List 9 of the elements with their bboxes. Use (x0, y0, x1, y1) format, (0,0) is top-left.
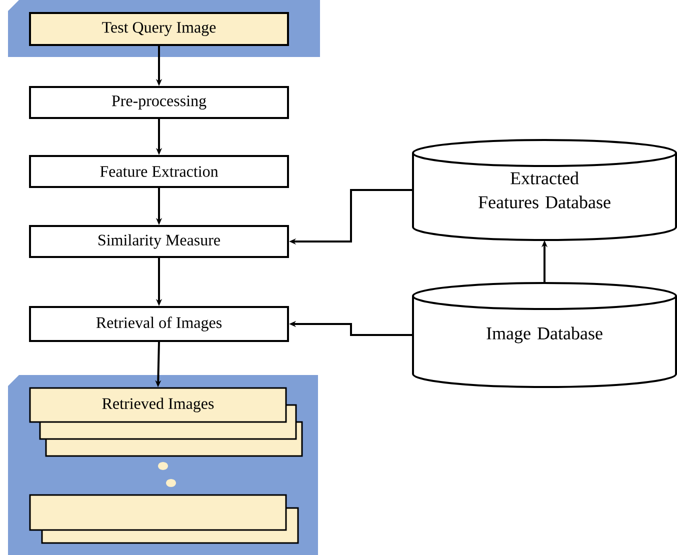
process-box: Similarity Measure (29, 225, 289, 258)
process-box: Pre-processing (29, 86, 289, 119)
process-box: Retrieval of Images (29, 306, 289, 342)
process-box: Feature Extraction (29, 155, 289, 188)
input-box: Test Query Image (29, 12, 289, 46)
database-cylinder: Image Database (412, 282, 677, 388)
stacked-box (29, 494, 299, 544)
stacked-box: Retrieved Images (29, 387, 303, 457)
database-cylinder: Extracted Features Database (412, 139, 677, 241)
